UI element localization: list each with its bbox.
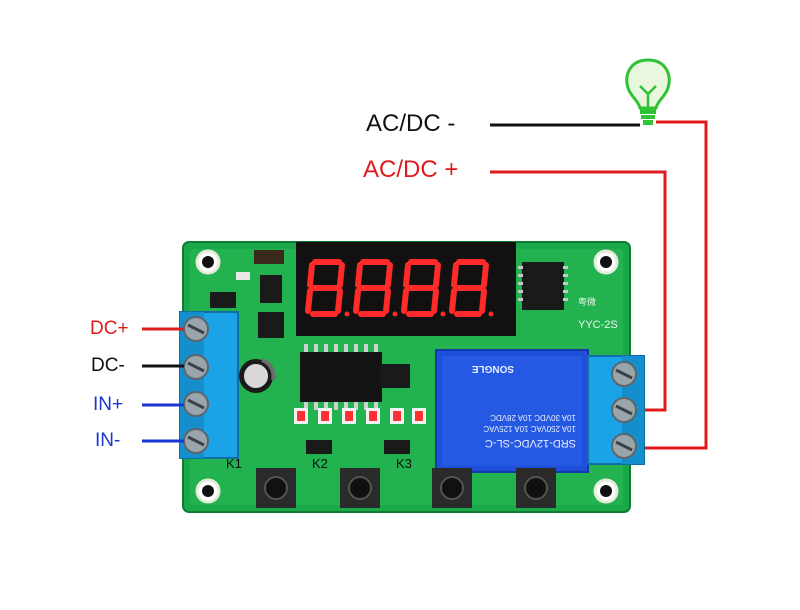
display-digit: [305, 259, 350, 317]
key-label-k3: K3: [396, 456, 412, 471]
board-model: YYC-2S: [578, 319, 618, 331]
relay: SRD-12VDC-SL-C 10A 250VAC 10A 125VAC 10A…: [435, 349, 589, 473]
ac-plus-wire: [490, 170, 667, 412]
dc-minus-label: DC-: [91, 355, 125, 376]
seven-segment-display: [296, 242, 516, 336]
display-digit: [401, 259, 446, 317]
ac-minus-label: AC/DC -: [366, 110, 456, 137]
microcontroller-chip: [300, 344, 382, 410]
relay-terminal-block: [587, 355, 645, 465]
relay-rating-1: 10A 250VAC 10A 125VAC: [483, 424, 576, 433]
dc-plus-label: DC+: [90, 318, 129, 339]
board-chinese-mark: 粤微: [578, 296, 596, 307]
display-digit: [353, 259, 398, 317]
key-label-k2: K2: [312, 456, 328, 471]
in-minus-label: IN-: [95, 430, 121, 451]
button-k1[interactable]: [256, 468, 296, 508]
input-terminal-block: [179, 311, 239, 459]
lamp-return-wire: [632, 120, 708, 450]
shift-register-ic: [518, 262, 568, 310]
display-digit: [449, 259, 494, 317]
button-k2[interactable]: [340, 468, 380, 508]
button-k3[interactable]: [432, 468, 472, 508]
relay-brand: SONGLE: [471, 363, 514, 374]
key-buttons: [256, 468, 556, 508]
relay-rating-2: 10A 30VDC 10A 28VDC: [490, 413, 576, 422]
electrolytic-capacitor: [239, 358, 276, 393]
button-k4[interactable]: [516, 468, 556, 508]
light-bulb-icon: [625, 58, 671, 125]
ac-plus-label: AC/DC +: [363, 156, 459, 183]
in-plus-label: IN+: [93, 394, 124, 415]
key-label-k1: K1: [226, 456, 242, 471]
relay-model: SRD-12VDC-SL-C: [485, 437, 576, 449]
led-row: [294, 408, 426, 424]
